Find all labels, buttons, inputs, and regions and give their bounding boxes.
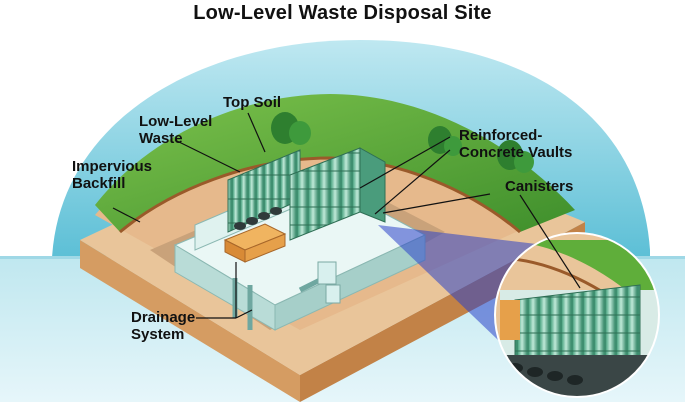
- dark-canister-row: [234, 207, 282, 230]
- label-low-level-waste: Low-Level Waste: [139, 113, 213, 147]
- trees: [271, 112, 534, 173]
- label-impervious-backfill: Impervious Backfill: [72, 158, 153, 192]
- soil-block-front: [80, 240, 300, 402]
- grass-mound: [95, 94, 575, 232]
- leader-lines: [112, 112, 581, 319]
- diagram-title: Low-Level Waste Disposal Site: [193, 2, 492, 24]
- label-canisters: Canisters: [505, 178, 574, 195]
- label-reinforced-concrete-vaults: Reinforced- Concrete Vaults: [459, 127, 573, 161]
- label-drainage-system: Drainage System: [131, 309, 196, 343]
- label-top-soil: Top Soil: [223, 94, 282, 111]
- waste-boxes: [223, 223, 287, 263]
